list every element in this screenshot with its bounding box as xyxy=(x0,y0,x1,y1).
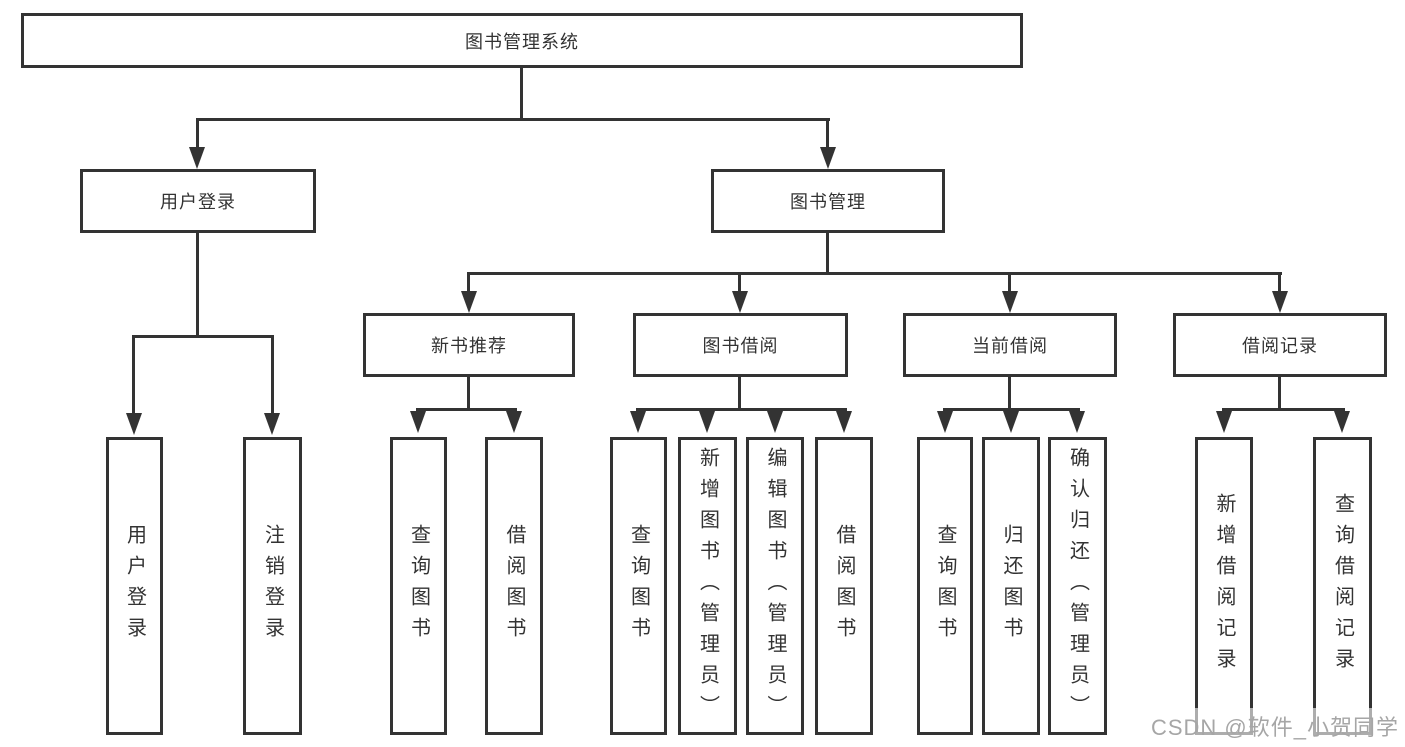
leaf-label: 注销登录 xyxy=(261,524,284,648)
node-label: 借阅记录 xyxy=(1242,336,1318,356)
arrow-down-icon xyxy=(410,411,426,433)
connector-line xyxy=(943,408,1080,411)
node-book-management-branch: 图书管理 xyxy=(711,169,945,233)
node-label: 图书借阅 xyxy=(702,336,779,356)
arrow-down-icon xyxy=(820,147,836,169)
node-label: 新书推荐 xyxy=(431,336,507,356)
leaf-logout: 注销登录 xyxy=(243,437,302,735)
connector-line xyxy=(416,408,517,411)
connector-line xyxy=(467,377,470,408)
arrow-down-icon xyxy=(630,411,646,433)
watermark: CSDN @软件_小贺同学 xyxy=(1144,708,1405,745)
leaf-user-login: 用户登录 xyxy=(106,437,163,735)
leaf-return-books: 归还图书 xyxy=(982,437,1040,735)
node-root-label: 图书管理系统 xyxy=(465,31,579,52)
connector-line xyxy=(196,118,199,150)
leaf-label: 查询图书 xyxy=(407,524,430,648)
arrow-down-icon xyxy=(1216,411,1232,433)
connector-line xyxy=(826,118,829,150)
connector-line xyxy=(1008,377,1011,408)
arrow-down-icon xyxy=(506,411,522,433)
leaf-label: 用户登录 xyxy=(123,524,146,648)
leaf-label: 查询图书 xyxy=(627,524,650,648)
connector-line xyxy=(196,233,199,335)
leaf-add-books-admin: 新增图书（管理员） xyxy=(678,437,737,735)
leaf-label: 查询图书 xyxy=(934,524,956,648)
leaf-query-borrow-record: 查询借阅记录 xyxy=(1313,437,1372,735)
node-root: 图书管理系统 xyxy=(21,13,1023,68)
arrow-down-icon xyxy=(189,147,205,169)
leaf-label: 归还图书 xyxy=(1000,524,1022,648)
connector-line xyxy=(738,272,741,293)
connector-line xyxy=(520,68,523,118)
node-new-book-recommend: 新书推荐 xyxy=(363,313,575,377)
leaf-confirm-return-admin: 确认归还（管理员） xyxy=(1048,437,1107,735)
connector-line xyxy=(636,408,847,411)
connector-line xyxy=(467,272,1282,275)
arrow-down-icon xyxy=(1003,411,1019,433)
connector-line xyxy=(1278,377,1281,408)
leaf-add-borrow-record: 新增借阅记录 xyxy=(1195,437,1253,735)
connector-line xyxy=(467,272,470,293)
leaf-label: 确认归还（管理员） xyxy=(1066,446,1089,726)
arrow-down-icon xyxy=(1334,411,1350,433)
leaf-query-books-borrow: 查询图书 xyxy=(610,437,667,735)
leaf-label: 查询借阅记录 xyxy=(1331,493,1354,679)
arrow-down-icon xyxy=(1069,411,1085,433)
node-current-borrow: 当前借阅 xyxy=(903,313,1117,377)
arrow-down-icon xyxy=(732,291,748,313)
connector-line xyxy=(132,335,135,415)
connector-line xyxy=(196,118,830,121)
connector-line xyxy=(1008,272,1011,293)
node-borrow-records: 借阅记录 xyxy=(1173,313,1387,377)
arrow-down-icon xyxy=(699,411,715,433)
arrow-down-icon xyxy=(937,411,953,433)
connector-line xyxy=(738,377,741,408)
arrow-down-icon xyxy=(126,413,142,435)
arrow-down-icon xyxy=(1002,291,1018,313)
leaf-query-books-recommend: 查询图书 xyxy=(390,437,447,735)
node-label: 用户登录 xyxy=(160,192,236,212)
arrow-down-icon xyxy=(461,291,477,313)
node-book-borrow: 图书借阅 xyxy=(633,313,848,377)
node-user-login-branch: 用户登录 xyxy=(80,169,316,233)
leaf-label: 借阅图书 xyxy=(833,524,855,648)
leaf-label: 新增图书（管理员） xyxy=(696,446,719,726)
node-label: 当前借阅 xyxy=(972,336,1048,356)
leaf-label: 新增借阅记录 xyxy=(1213,493,1235,679)
node-label: 图书管理 xyxy=(790,192,866,212)
connector-line xyxy=(132,335,274,338)
leaf-query-books-current: 查询图书 xyxy=(917,437,973,735)
leaf-label: 编辑图书（管理员） xyxy=(764,446,786,726)
arrow-down-icon xyxy=(1272,291,1288,313)
connector-line xyxy=(271,335,274,415)
arrow-down-icon xyxy=(264,413,280,435)
connector-line xyxy=(1222,408,1345,411)
connector-line xyxy=(826,233,829,272)
leaf-borrow-books-recommend: 借阅图书 xyxy=(485,437,543,735)
leaf-edit-books-admin: 编辑图书（管理员） xyxy=(746,437,804,735)
arrow-down-icon xyxy=(767,411,783,433)
leaf-label: 借阅图书 xyxy=(503,524,525,648)
leaf-borrow-books: 借阅图书 xyxy=(815,437,873,735)
arrow-down-icon xyxy=(836,411,852,433)
connector-line xyxy=(1278,272,1281,293)
